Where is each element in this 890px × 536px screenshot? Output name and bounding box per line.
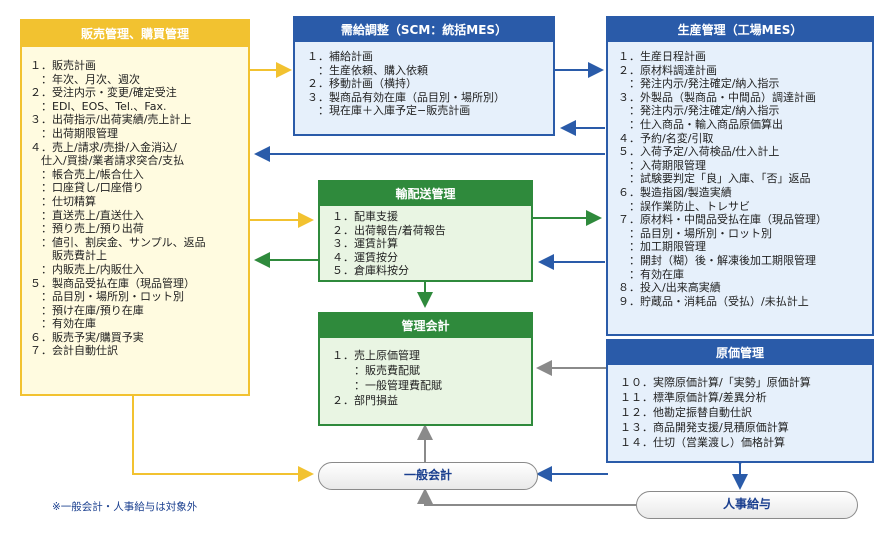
sales-item: ２．受注内示・変更/確定受注 — [30, 86, 177, 100]
payroll-node: 人事給与 — [636, 491, 858, 519]
scm-item: ：現在庫＋入庫予定−販売計画 — [307, 104, 471, 118]
cost-item: １１．標準原価計算/差異分析 — [620, 391, 767, 404]
cost-item: １４．仕切（営業渡し）価格計算 — [620, 436, 785, 449]
sales-item: １．販売計画 — [30, 59, 96, 72]
sales-item: ：年次、月次、週次 — [30, 72, 140, 86]
logistics-item: ２．出荷報告/着荷報告 — [332, 223, 446, 237]
mgmt-accounting-list: １．売上原価管理 ：販売費配賦 ：一般管理費配賦 ２．部門損益 — [320, 338, 531, 408]
sales-item: ：帳合売上/帳合仕入 — [30, 167, 144, 181]
sales-item: 販売費計上 — [30, 249, 107, 263]
production-item: ：加工期限管理 — [618, 240, 706, 254]
sales-item: 仕入/買掛/業者請求突合/支払 — [30, 154, 185, 168]
production-item: ９．貯蔵品・消耗品（受払）/未払計上 — [618, 294, 809, 308]
arrow-payroll-to-general — [417, 488, 636, 506]
sales-item: ：預け在庫/預り在庫 — [30, 303, 144, 317]
cost-box: 原価管理 １０．実際原価計算/「実勢」原価計算 １１．標準原価計算/差異分析 １２．… — [606, 339, 874, 463]
sales-item: ：直送売上/直送仕入 — [30, 208, 144, 222]
production-item: ：誤作業防止、トレサビ — [618, 199, 750, 213]
sales-item: ：EDI、EOS、Tel.、Fax. — [30, 99, 167, 113]
logistics-item: ４．運賃按分 — [332, 250, 398, 264]
mgmt-accounting-item: ：販売費配賦 — [332, 364, 420, 377]
sales-item: ４．売上/請求/売掛/入金消込/ — [30, 140, 177, 154]
production-item: ８．投入/出来高実績 — [618, 281, 721, 295]
sales-item: ：出荷期限管理 — [30, 126, 118, 140]
scm-item: ：生産依頼、購入依頼 — [307, 63, 428, 77]
production-item: ：発注内示/発注確定/納入指示 — [618, 104, 780, 118]
mgmt-accounting-box: 管理会計 １．売上原価管理 ：販売費配賦 ：一般管理費配賦 ２．部門損益 — [318, 312, 533, 426]
production-item: ６．製造指図/製造実績 — [618, 185, 732, 199]
production-item: ：有効在庫 — [618, 267, 684, 281]
production-item: ：入荷期限管理 — [618, 158, 706, 172]
cost-item: １３．商品開発支援/見積原価計算 — [620, 421, 789, 434]
mgmt-accounting-title: 管理会計 — [320, 314, 531, 338]
sales-item: ６．販売予実/購買予実 — [30, 330, 144, 344]
production-item: ：発注内示/発注確定/納入指示 — [618, 77, 780, 91]
sales-item: ：値引、割戻金、サンプル、返品 — [30, 235, 206, 249]
sales-item: ：預り売上/預り出荷 — [30, 222, 144, 236]
mgmt-accounting-item: ：一般管理費配賦 — [332, 379, 442, 392]
sales-item: ：内販売上/内販仕入 — [30, 262, 144, 276]
footnote: ※一般会計・人事給与は対象外 — [52, 501, 198, 513]
sales-item: ：仕切精算 — [30, 194, 96, 208]
production-item: ２．原材料調達計画 — [618, 63, 717, 77]
logistics-item: ５．倉庫料按分 — [332, 264, 409, 278]
production-item: ５．入荷予定/入荷検品/仕入計上 — [618, 145, 780, 159]
production-item: ：開封（糊）後・解凍後加工期限管理 — [618, 253, 816, 267]
cost-list: １０．実際原価計算/「実勢」原価計算 １１．標準原価計算/差異分析 １２．他勘定振替… — [608, 365, 872, 450]
scm-item: ２．移動計画（横持） — [307, 77, 417, 91]
sales-item: ：品目別・場所別・ロット別 — [30, 290, 184, 304]
scm-title: 需給調整（SCM：統括MES） — [295, 18, 553, 42]
production-item: ４．予約/名変/引取 — [618, 131, 714, 145]
general-accounting-node: 一般会計 — [318, 462, 538, 490]
sales-item: ：有効在庫 — [30, 317, 96, 331]
scm-item: ３．製商品有効在庫（品目別・場所別） — [307, 90, 505, 104]
sales-item: ：口座貸し/口座借り — [30, 181, 144, 195]
sales-item: ３．出荷指示/出荷実績/売上計上 — [30, 113, 192, 127]
cost-item: １２．他勘定振替自動仕訳 — [620, 406, 752, 419]
production-item: ：品目別・場所別・ロット別 — [618, 226, 772, 240]
production-item: ：仕入商品・輸入商品原価算出 — [618, 117, 783, 131]
sales-title: 販売管理、購買管理 — [22, 21, 248, 47]
arrow-sales-to-general — [132, 396, 314, 482]
production-item: １．生産日程計画 — [618, 50, 706, 63]
cost-item: １０．実際原価計算/「実勢」原価計算 — [620, 376, 811, 389]
logistics-title: 輸配送管理 — [320, 182, 531, 206]
scm-item: １．補給計画 — [307, 50, 373, 63]
logistics-item: １．配車支援 — [332, 210, 398, 223]
logistics-item: ３．運賃計算 — [332, 237, 398, 251]
production-item: ３．外製品（製商品・中間品）調達計画 — [618, 90, 816, 104]
sales-item: ７．会計自動仕訳 — [30, 344, 118, 358]
mgmt-accounting-item: １．売上原価管理 — [332, 349, 420, 362]
production-item: ：試験要判定「良」入庫、「否」返品 — [618, 172, 811, 186]
sales-item: ５．製商品受払在庫（現品管理） — [30, 276, 195, 290]
cost-title: 原価管理 — [608, 341, 872, 365]
production-title: 生産管理（工場MES） — [608, 18, 872, 42]
mgmt-accounting-item: ２．部門損益 — [332, 394, 398, 407]
production-item: ７．原材料・中間品受払在庫（現品管理） — [618, 213, 827, 227]
